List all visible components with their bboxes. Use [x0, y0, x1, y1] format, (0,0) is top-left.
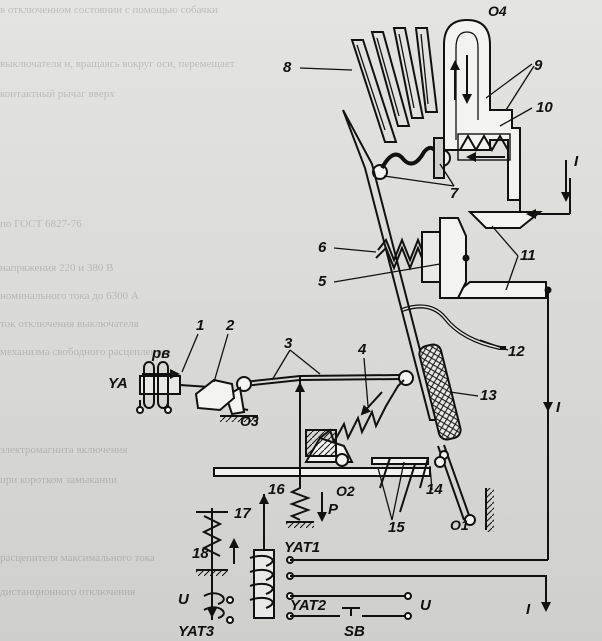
label-u-right: U	[420, 597, 432, 614]
background-text-line: выключателя и, вращаясь вокруг оси, пере…	[0, 58, 235, 70]
arcing-contacts	[447, 170, 571, 560]
label-12: 12	[508, 343, 525, 360]
label-yat3: YAT3	[178, 623, 215, 640]
trip-coil-2	[249, 494, 551, 620]
background-text-line: расцепителя максимального тока	[0, 552, 155, 564]
trip-coil-1	[286, 480, 327, 528]
labels: 8 9 10 7 6 5 11 12 13 4 3 1 2 YA pв O3 O…	[108, 3, 579, 640]
label-9: 9	[534, 57, 543, 74]
free-trip-mechanism	[213, 456, 446, 513]
label-11: 11	[520, 247, 536, 264]
contact-lever	[342, 109, 440, 421]
label-16: 16	[268, 481, 285, 498]
background-text-line: дистанционного отключения	[0, 586, 136, 598]
arc-chute-plates	[350, 27, 439, 143]
label-p: P	[328, 501, 339, 518]
background-text-line: ток отключения выключателя	[0, 318, 139, 330]
label-18: 18	[192, 545, 209, 562]
label-current-mid: I	[556, 399, 561, 416]
background-text-line: при коротком замыкании	[0, 474, 118, 486]
linkage-3	[220, 374, 401, 480]
label-13: 13	[480, 387, 497, 404]
label-current-top: I	[574, 153, 579, 170]
label-o2: O2	[336, 483, 355, 499]
label-3: 3	[284, 335, 293, 352]
trip-spring	[304, 379, 405, 467]
label-5: 5	[318, 273, 327, 290]
background-text-line: контактный рычаг вверх	[0, 88, 115, 100]
hold-magnet	[375, 217, 470, 299]
label-sb: SB	[344, 623, 365, 640]
label-yat1: YAT1	[284, 539, 320, 556]
label-o4: O4	[488, 3, 507, 19]
label-u-left: U	[178, 591, 190, 608]
trip-coil-3	[196, 508, 239, 624]
insulating-rod	[418, 343, 462, 441]
background-text-line: в отключенном состоянии с помощью собачк…	[0, 4, 218, 16]
label-1: 1	[196, 317, 204, 334]
background-text-line: механизма свободного расцепления	[0, 346, 168, 358]
label-pv: pв	[151, 345, 170, 362]
label-4: 4	[357, 341, 367, 358]
contact-spring	[459, 133, 509, 153]
main-contact-assembly	[443, 18, 521, 201]
label-ya: YA	[108, 375, 128, 392]
label-2: 2	[225, 317, 235, 334]
background-text-line: номинального тока до 6300 А	[0, 290, 139, 302]
closing-electromagnet	[136, 361, 236, 414]
label-17: 17	[234, 505, 251, 522]
contact-pads	[372, 137, 451, 180]
background-text-line: по ГОСТ 6827-76	[0, 218, 82, 230]
label-o3: O3	[240, 413, 259, 429]
label-15: 15	[388, 519, 405, 536]
spring-housing	[457, 133, 511, 161]
leader-lines	[181, 63, 535, 521]
label-7: 7	[450, 185, 459, 202]
label-yat2: YAT2	[290, 597, 327, 614]
label-o1: O1	[450, 517, 469, 533]
label-6: 6	[318, 239, 327, 256]
background-text-line: напряжения 220 и 380 В	[0, 262, 114, 274]
label-8: 8	[283, 59, 292, 76]
label-current-bottom: I	[526, 601, 531, 618]
label-10: 10	[536, 99, 553, 116]
label-14: 14	[426, 481, 443, 498]
background-text-line: электромагнита включения	[0, 444, 128, 456]
